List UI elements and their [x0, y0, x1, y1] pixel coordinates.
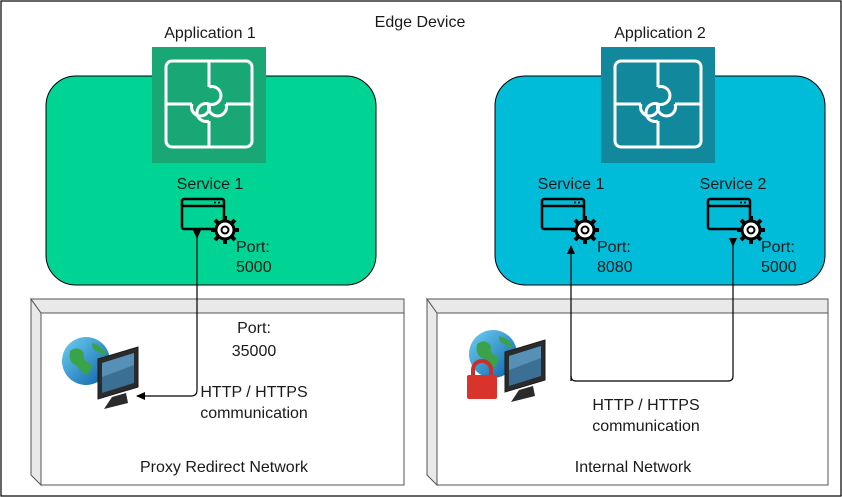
- application-1-label: Application 1: [164, 25, 256, 42]
- proxy-comm-line1: HTTP / HTTPS: [200, 384, 307, 401]
- proxy-network-label: Proxy Redirect Network: [140, 459, 309, 476]
- app2-service-1-port-label: Port:: [597, 239, 631, 256]
- proxy-port-value: 35000: [232, 343, 277, 360]
- app2-service-2-label: Service 2: [700, 176, 767, 193]
- app2-service-1-port: 8080: [597, 259, 633, 276]
- app2-service-2-port-label: Port:: [761, 239, 795, 256]
- app1-service-1-port: 5000: [236, 259, 272, 276]
- internal-comm-line1: HTTP / HTTPS: [592, 397, 699, 414]
- internal-comm-line2: communication: [592, 418, 700, 435]
- globe-monitor-lock-icon: [467, 329, 546, 403]
- application-1-puzzle-icon: [152, 47, 266, 163]
- app2-service-2-port: 5000: [761, 259, 797, 276]
- proxy-port-label: Port:: [237, 320, 271, 337]
- proxy-connection-arrow: [136, 230, 201, 400]
- proxy-redirect-network-box: [30, 297, 405, 487]
- application-2-puzzle-icon: [601, 47, 715, 163]
- app1-service-1-label: Service 1: [177, 176, 244, 193]
- app1-service-1-port-label: Port:: [236, 239, 270, 256]
- app2-service-1-label: Service 1: [538, 176, 605, 193]
- proxy-comm-line2: communication: [200, 405, 308, 422]
- padlock-icon: [467, 359, 497, 399]
- edge-device-title: Edge Device: [375, 14, 466, 31]
- internal-network-label: Internal Network: [575, 459, 692, 476]
- internal-connection-arrow-service-2: [570, 238, 737, 382]
- application-2-label: Application 2: [614, 25, 706, 42]
